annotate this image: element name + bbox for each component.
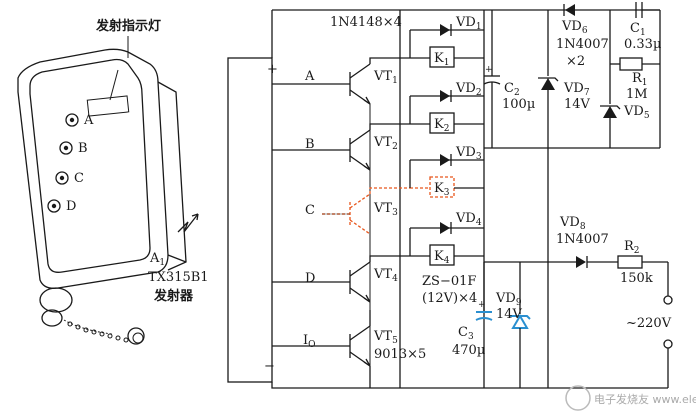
remote-button-a[interactable] — [65, 113, 79, 127]
channel-4 — [272, 222, 484, 303]
vd7-label: VD7 — [563, 81, 590, 98]
k1-label: K1 — [434, 51, 449, 68]
vd8-model: 1N4007 — [556, 232, 609, 247]
signal-icon — [177, 213, 199, 233]
pin-c-label: C — [305, 203, 315, 218]
pin-io-label: IO — [303, 333, 316, 350]
remote-button-d[interactable] — [47, 199, 61, 213]
vd5-label: VD5 — [623, 104, 650, 121]
zener-vd5 — [548, 64, 660, 149]
c3-plus: + — [478, 300, 486, 310]
r1-label: R1 — [632, 71, 648, 88]
remote-button-c[interactable] — [55, 171, 69, 185]
vt3-label: VT3 — [373, 201, 398, 218]
pin-d-label: D — [305, 271, 315, 286]
watermark-text: 电子发烧友 www.elecfans.com — [594, 392, 696, 406]
c2-value: 100µ — [502, 97, 535, 112]
r2-value: 150k — [620, 271, 653, 286]
power-rails — [271, 9, 668, 389]
remote-transmitter: A B C D — [17, 48, 199, 345]
remote-name: 发射器 — [153, 288, 194, 304]
remote-button-b[interactable] — [59, 141, 73, 155]
vt1-label: VT1 — [373, 69, 398, 86]
k2-label: K2 — [434, 117, 449, 134]
pin-b-label: B — [305, 137, 315, 152]
k3-label: K3 — [434, 181, 450, 198]
keychain — [39, 287, 145, 345]
zener-vd7 — [538, 77, 559, 388]
vd1-label: VD1 — [455, 15, 482, 32]
receiver-module — [227, 57, 273, 383]
vd3-label: VD3 — [455, 145, 482, 162]
remote-button-label-c: C — [74, 171, 84, 186]
vd6-note: ×2 — [566, 54, 585, 69]
c3-value: 470µ — [452, 343, 485, 358]
c1-value: 0.33µ — [624, 37, 661, 52]
c1-label: C1 — [630, 21, 646, 38]
vd9-label: VD9 — [495, 291, 522, 308]
vt2-label: VT2 — [373, 135, 398, 152]
capacitor-c1 — [635, 2, 660, 18]
diode-array-label: 1N4148×4 — [330, 15, 402, 30]
vd2-label: VD2 — [455, 81, 482, 98]
receiver-minus: − — [264, 359, 275, 374]
zener-vd9 — [510, 262, 531, 388]
r2-label: R2 — [624, 239, 640, 256]
remote-ref: A1 — [149, 251, 165, 268]
channel-2 — [272, 90, 484, 171]
capacitor-c2 — [483, 10, 548, 149]
diode-vd8 — [484, 256, 618, 268]
c2-label: C2 — [504, 81, 520, 98]
k4-label: K4 — [434, 249, 450, 266]
vd6-label: VD6 — [561, 19, 588, 36]
vt4-label: VT4 — [373, 267, 398, 284]
remote-model: TX315B1 — [148, 270, 209, 285]
indicator-label: 发射指示灯 — [95, 18, 161, 34]
resistor-r1 — [609, 10, 661, 148]
vd8-label: VD8 — [559, 215, 586, 232]
c2-plus: + — [485, 65, 493, 75]
remote-button-label-d: D — [66, 199, 76, 214]
relay-model-label: ZS−01F — [422, 274, 476, 289]
relay-spec-label: (12V)×4 — [422, 291, 477, 306]
vt5-label: VT5 — [373, 329, 398, 346]
vd4-label: VD4 — [455, 211, 482, 228]
mains-label: ~220V — [626, 316, 672, 331]
vd7-value: 14V — [564, 97, 591, 112]
pin-a-label: A — [304, 69, 315, 84]
r1-value: 1M — [626, 87, 648, 102]
watermark: 电子发烧友 www.elecfans.com — [565, 385, 696, 411]
diode-vd6 — [547, 4, 575, 76]
vt-note-label: 9013×5 — [374, 347, 426, 362]
remote-button-label-a: A — [83, 113, 94, 128]
c3-label: C3 — [458, 325, 474, 342]
vd6-model: 1N4007 — [556, 37, 609, 52]
capacitor-c3 — [475, 262, 493, 321]
channel-5 — [272, 310, 371, 388]
receiver-plus: + — [267, 62, 278, 77]
channel-1 — [272, 24, 484, 388]
vd9-value: 14V — [496, 307, 523, 322]
remote-button-label-b: B — [78, 141, 88, 156]
channel-3 — [322, 154, 484, 235]
resistor-r2 — [617, 255, 673, 388]
